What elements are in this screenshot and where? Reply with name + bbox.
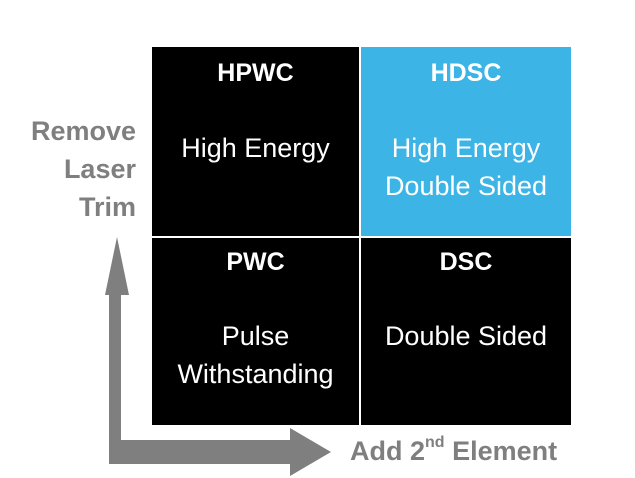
x-axis-label-rest: Element	[444, 436, 558, 466]
y-axis-label: Remove Laser Trim	[10, 112, 136, 226]
x-axis-arrow	[109, 428, 331, 476]
quadrant-pwc: PWC Pulse Withstanding	[152, 238, 359, 425]
description-line: High Energy	[181, 133, 330, 163]
quadrant-title: HDSC	[430, 59, 502, 87]
description-line: Pulse	[221, 321, 290, 351]
quadrant-description: Pulse Withstanding	[152, 317, 359, 393]
quadrant-description: Double Sided	[361, 317, 571, 355]
y-axis-label-line: Remove	[30, 116, 136, 146]
y-axis-arrow	[105, 237, 129, 452]
quadrant-grid: HPWC High Energy HDSC High Energy Double…	[152, 47, 571, 425]
x-axis-label-main: Add 2	[350, 436, 426, 466]
quadrant-hpwc: HPWC High Energy	[152, 47, 359, 236]
quadrant-title: PWC	[226, 248, 285, 276]
quadrant-hdsc: HDSC High Energy Double Sided	[361, 47, 571, 236]
quadrant-title: HPWC	[217, 59, 294, 87]
quadrant-dsc: DSC Double Sided	[361, 238, 571, 425]
quadrant-title: DSC	[439, 248, 493, 276]
y-axis-label-line: Laser	[63, 154, 136, 184]
description-line: Double Sided	[384, 321, 548, 351]
description-line: High Energy	[391, 133, 541, 163]
quadrant-description: High Energy	[152, 129, 359, 167]
quadrant-description: High Energy Double Sided	[361, 129, 571, 205]
y-axis-label-line: Trim	[78, 192, 136, 222]
x-axis-label-superscript: nd	[425, 434, 445, 451]
description-line: Withstanding	[177, 359, 334, 389]
description-line: Double Sided	[384, 171, 548, 201]
x-axis-label: Add 2nd Element	[350, 434, 558, 467]
